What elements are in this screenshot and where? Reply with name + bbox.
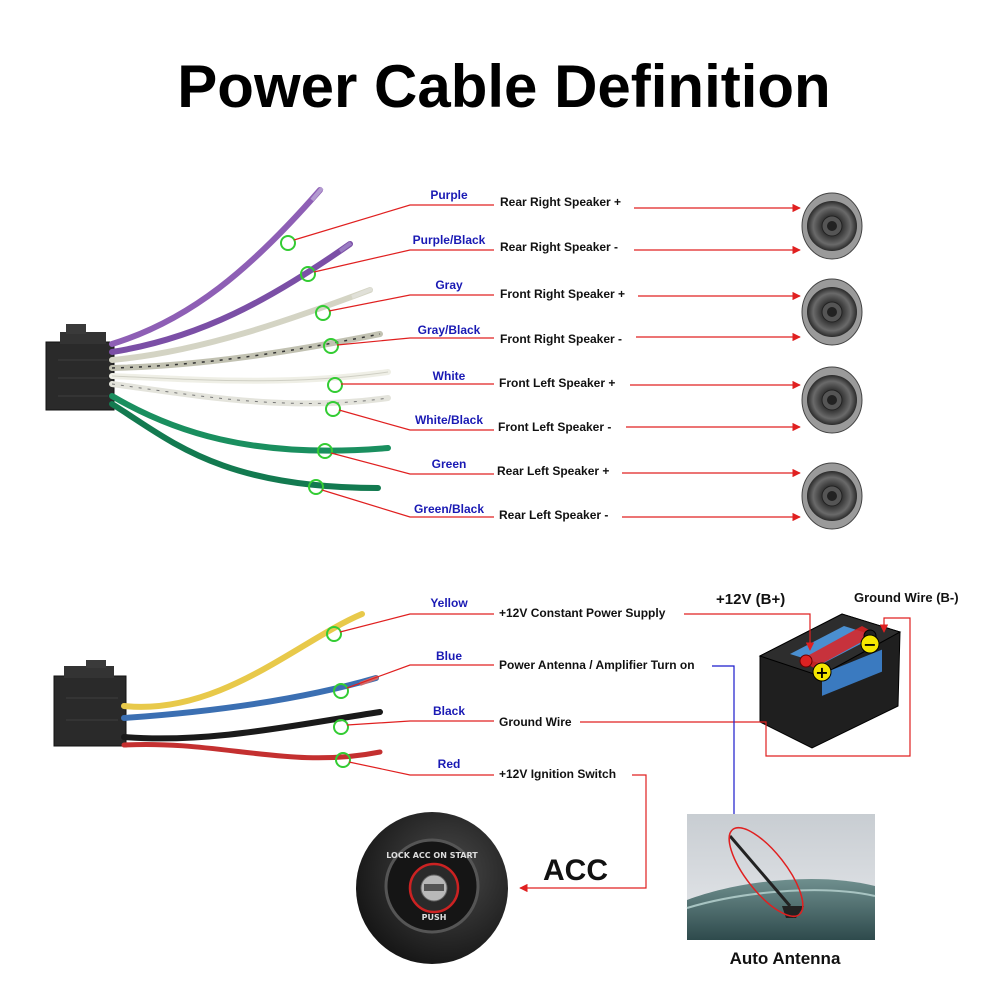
speaker-wire-row: Green/Black Rear Left Speaker - xyxy=(308,479,801,522)
wire-color-label: Blue xyxy=(436,649,462,663)
wire-white-black xyxy=(109,381,391,407)
speaker-wire-bundle xyxy=(109,186,391,491)
wire-green xyxy=(109,393,391,454)
speaker-wire-row: Purple Rear Right Speaker + xyxy=(280,188,801,251)
wire-marker xyxy=(327,377,343,393)
minus-icon xyxy=(860,634,880,654)
wire-black xyxy=(121,709,383,742)
wire-red xyxy=(121,741,383,761)
ground-wire-line xyxy=(580,617,911,757)
wire-purple-black xyxy=(109,241,353,355)
power-wire-row: Red +12V Ignition Switch xyxy=(335,752,616,781)
ignition-line xyxy=(519,774,647,893)
wire-function-label: Front Right Speaker - xyxy=(500,332,622,346)
power-connector xyxy=(53,660,127,747)
wire-function-label: +12V Ignition Switch xyxy=(499,767,616,781)
wire-gray xyxy=(109,287,373,363)
speaker-connector xyxy=(45,324,115,411)
wire-color-label: Gray xyxy=(435,278,463,292)
battery-positive-label: +12V (B+) xyxy=(716,591,785,608)
wire-color-label: Black xyxy=(433,704,465,718)
wire-color-label: Green xyxy=(432,457,467,471)
wire-yellow xyxy=(121,611,365,710)
wire-color-label: Purple/Black xyxy=(413,233,486,247)
wire-marker xyxy=(325,401,341,417)
speaker-wire-row: Purple/Black Rear Right Speaker - xyxy=(300,233,801,282)
power-wire-row: Black Ground Wire xyxy=(333,704,572,735)
speaker-wire-row: Gray/Black Front Right Speaker - xyxy=(323,323,801,354)
svg-text:+: + xyxy=(815,663,828,682)
speaker-icon xyxy=(801,462,863,530)
auto-antenna-image xyxy=(686,814,876,940)
wire-marker xyxy=(326,626,342,642)
plus-icon xyxy=(812,662,832,682)
speaker-icon xyxy=(801,192,863,260)
wire-purple xyxy=(109,187,323,347)
antenna-line xyxy=(712,665,739,827)
wire-function-label: Rear Left Speaker + xyxy=(497,464,609,478)
acc-label: ACC xyxy=(543,854,608,887)
page-title: Power Cable Definition xyxy=(177,53,830,120)
battery: + − xyxy=(758,613,902,749)
speaker-wire-row: Green Rear Left Speaker + xyxy=(317,443,801,478)
wire-color-label: Yellow xyxy=(430,596,468,610)
wire-function-label: Rear Right Speaker + xyxy=(500,195,621,209)
speaker-icon xyxy=(801,366,863,434)
speaker-wire-row: White/Black Front Left Speaker - xyxy=(325,401,801,434)
power-wire-row: Yellow +12V Constant Power Supply xyxy=(326,596,666,642)
ignition-ring-text: LOCK ACC ON START xyxy=(386,851,478,860)
wire-function-label: Front Right Speaker + xyxy=(500,287,625,301)
wire-marker xyxy=(333,683,349,699)
wire-marker xyxy=(308,479,324,495)
wire-marker xyxy=(335,752,351,768)
wire-function-label: Power Antenna / Amplifier Turn on xyxy=(499,658,695,672)
ignition-push-text: PUSH xyxy=(422,913,447,922)
wire-function-label: Rear Right Speaker - xyxy=(500,240,618,254)
wire-function-label: Ground Wire xyxy=(499,715,572,729)
wire-color-label: White xyxy=(433,369,466,383)
antenna-caption: Auto Antenna xyxy=(730,949,841,968)
wire-function-label: Front Left Speaker + xyxy=(499,376,615,390)
wire-marker xyxy=(300,266,316,282)
wire-color-label: White/Black xyxy=(415,413,483,427)
speaker-wire-row: Gray Front Right Speaker + xyxy=(315,278,801,321)
positive-terminal xyxy=(799,654,813,668)
wire-function-label: +12V Constant Power Supply xyxy=(499,606,666,620)
svg-text:−: − xyxy=(863,635,876,654)
wire-function-label: Front Left Speaker - xyxy=(498,420,611,434)
wire-marker xyxy=(333,719,349,735)
wire-marker xyxy=(315,305,331,321)
power-wire-row: Blue Power Antenna / Amplifier Turn on xyxy=(333,649,695,699)
wire-color-label: Gray/Black xyxy=(418,323,481,337)
speaker-wire-row: White Front Left Speaker + xyxy=(327,369,801,393)
wire-function-label: Rear Left Speaker - xyxy=(499,508,608,522)
battery-ground-label: Ground Wire (B-) xyxy=(854,590,959,605)
constant-power-line xyxy=(684,613,815,651)
wire-gray-black xyxy=(109,331,383,371)
wire-color-label: Purple xyxy=(430,188,468,202)
wire-color-label: Red xyxy=(438,757,461,771)
wire-marker xyxy=(280,235,296,251)
ignition-switch-image: LOCK ACC ON START PUSH xyxy=(356,812,508,964)
wire-marker xyxy=(323,338,339,354)
speaker-icon xyxy=(801,278,863,346)
wire-marker xyxy=(317,443,333,459)
wire-color-label: Green/Black xyxy=(414,502,484,516)
